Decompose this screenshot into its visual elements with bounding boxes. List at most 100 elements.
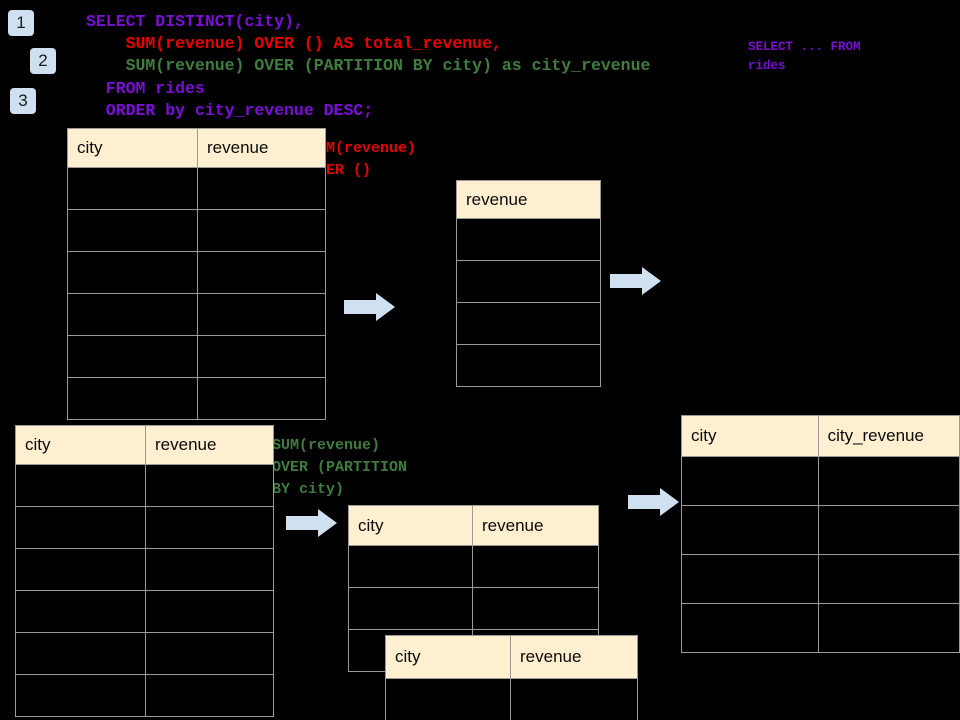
table-cell [15,548,146,591]
table-cell [197,335,326,378]
table-cell [67,251,198,294]
table-row [348,545,599,588]
table-row [15,590,274,633]
table-row [15,506,274,549]
table-cell [385,678,511,720]
table-cell [681,505,819,555]
table-cell [67,167,198,210]
table-cell [15,632,146,675]
table-cell [145,464,274,507]
table-cell [15,590,146,633]
column-header-revenue: revenue [510,635,638,679]
table-cell [145,674,274,717]
arrow-total-to-result [610,266,662,296]
sql-line-total-revenue: SUM(revenue) OVER () AS total_revenue, [86,34,502,53]
table-cell [67,293,198,336]
annotation-city-revenue: SUM(revenue) OVER (PARTITION BY city) [272,437,408,498]
column-header-city: city [681,415,819,457]
table-cell [348,587,473,630]
table-row [456,344,601,387]
table-row [67,209,326,252]
table-cell [681,603,819,653]
arrow-source-to-total [344,292,396,322]
sql-line-select-distinct: SELECT DISTINCT(city), [86,12,304,31]
table-cell [456,302,601,345]
table-row [681,456,960,506]
table-row [67,167,326,210]
table-row [67,293,326,336]
arrow-partition-to-result [628,487,680,517]
column-header-city: city [67,128,198,168]
table-cell [817,456,960,506]
column-header-revenue: revenue [456,180,601,219]
table-row [15,464,274,507]
column-header-city: city [15,425,146,465]
table-row [67,335,326,378]
table-row [456,302,601,345]
table-cell [197,377,326,420]
table-row [456,260,601,303]
table-cell [197,251,326,294]
table-cell [145,506,274,549]
table-cell [348,545,473,588]
table-row [67,377,326,420]
table-cell [67,335,198,378]
table-row [681,505,960,555]
column-header-city-revenue: city_revenue [817,415,960,457]
side-note-select-from-rides: SELECT ... FROM rides [748,40,861,73]
table-cell [456,344,601,387]
table-cell [472,545,599,588]
table-row [385,678,638,720]
table-cell [817,505,960,555]
table-cell [456,260,601,303]
table-cell [15,464,146,507]
table-row [681,554,960,604]
total-revenue-table: revenue [456,180,601,387]
table-cell [145,548,274,591]
sql-line-order-by: ORDER by city_revenue DESC; [86,101,374,120]
table-cell [197,167,326,210]
table-row [15,674,274,717]
table-cell [510,678,638,720]
table-cell [197,209,326,252]
step-badge-3: 3 [10,88,36,114]
table-cell [15,674,146,717]
table-cell [817,554,960,604]
step-badge-2: 2 [30,48,56,74]
table-row [456,218,601,261]
table-cell [67,377,198,420]
table-cell [472,587,599,630]
arrow-source-to-partition [286,508,338,538]
table-cell [681,456,819,506]
table-row [15,548,274,591]
table-cell [681,554,819,604]
sql-line-from-rides: FROM rides [86,79,205,98]
table-row [681,603,960,653]
table-cell [145,632,274,675]
table-cell [456,218,601,261]
table-header-row: revenue [456,180,601,219]
column-header-city: city [348,505,473,546]
table-row [15,632,274,675]
column-header-revenue: revenue [472,505,599,546]
column-header-city: city [385,635,511,679]
sql-line-city-revenue: SUM(revenue) OVER (PARTITION BY city) as… [86,56,651,75]
column-header-revenue: revenue [197,128,326,168]
table-cell [15,506,146,549]
column-header-revenue: revenue [145,425,274,465]
table-cell [817,603,960,653]
step-badge-1: 1 [8,10,34,36]
table-row [348,587,599,630]
table-cell [67,209,198,252]
table-cell [197,293,326,336]
